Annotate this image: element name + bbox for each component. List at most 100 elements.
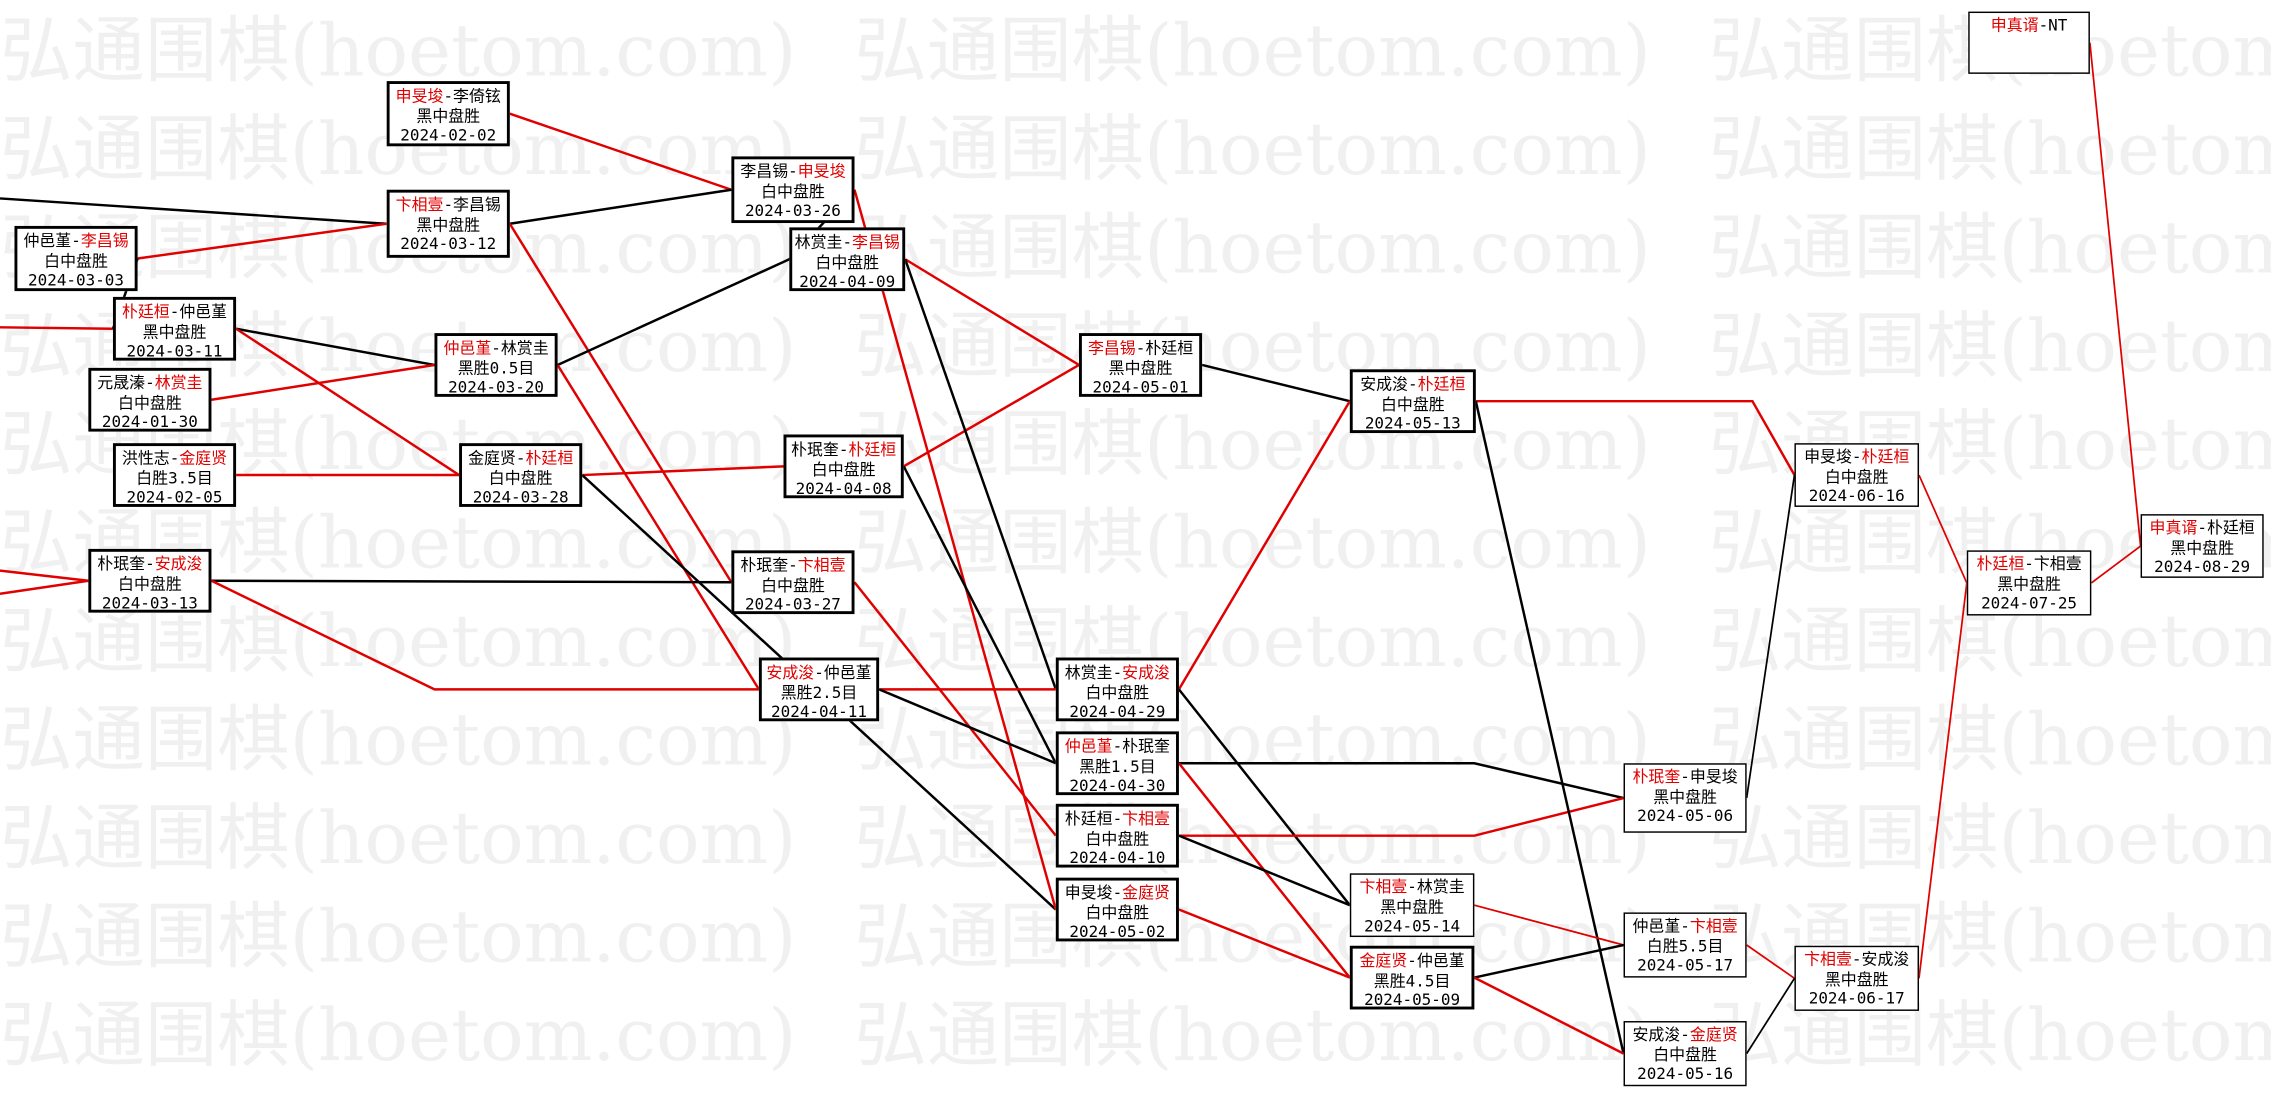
game-date: 2024-07-25 bbox=[1981, 593, 2078, 613]
game-players: 卞相壹-林赏圭 bbox=[1351, 878, 1473, 898]
white-player: 林赏圭 bbox=[1416, 877, 1465, 897]
winner-link-line bbox=[582, 465, 784, 477]
game-date: 2024-02-05 bbox=[126, 488, 223, 507]
separator: - bbox=[2038, 15, 2049, 35]
winner-link-line bbox=[508, 223, 733, 583]
loser-link-line bbox=[878, 688, 1057, 765]
white-player: NT bbox=[2048, 15, 2068, 35]
winner-link-line bbox=[1178, 908, 1351, 979]
game-players: 申旻埈-金庭贤 bbox=[1059, 883, 1176, 903]
separator: - bbox=[2024, 554, 2034, 574]
winner-link-line bbox=[0, 569, 89, 582]
watermark-text: 弘通围棋(hoetom.com) bbox=[0, 8, 797, 93]
black-player: 朴廷桓 bbox=[121, 302, 170, 322]
game-date: 2024-05-13 bbox=[1364, 414, 1461, 434]
game-result: 黑中盘胜 bbox=[1380, 897, 1444, 917]
game-date: 2024-04-30 bbox=[1069, 776, 1166, 796]
separator: - bbox=[1680, 767, 1690, 787]
game-date: 2024-03-13 bbox=[101, 593, 198, 613]
black-player: 卞相壹 bbox=[395, 195, 444, 215]
watermark-text: 弘通围棋(hoetom.com) bbox=[0, 993, 797, 1078]
game-date: 2024-03-27 bbox=[744, 595, 841, 615]
separator: - bbox=[1851, 447, 1862, 467]
game-players: 朴珉奎-申旻埈 bbox=[1625, 768, 1745, 788]
white-player: 金庭贤 bbox=[1122, 883, 1170, 903]
winner-link-line bbox=[1918, 582, 1968, 979]
separator: - bbox=[838, 440, 849, 460]
game-players: 朴廷桓-仲邑堇 bbox=[116, 303, 233, 323]
game-result: 白中盘胜 bbox=[1085, 682, 1150, 702]
game-result: 白中盘胜 bbox=[488, 468, 553, 488]
winner-link-line bbox=[853, 189, 1057, 910]
game-result: 黑中盘胜 bbox=[1108, 358, 1173, 378]
game-players: 仲邑堇-卞相壹 bbox=[1625, 917, 1745, 937]
white-player: 李倚铉 bbox=[453, 86, 501, 106]
game-result: 黑胜0.5目 bbox=[457, 358, 535, 378]
loser-link-line bbox=[904, 258, 1057, 690]
game-result: 黑中盘胜 bbox=[142, 322, 207, 342]
game-result: 黑中盘胜 bbox=[2170, 538, 2235, 557]
game-date: 2024-01-30 bbox=[101, 412, 198, 432]
black-player: 安成浚 bbox=[1360, 375, 1409, 394]
winner-link-line bbox=[1918, 474, 1968, 584]
watermark-text: 弘通围棋(hoetom.com) bbox=[1708, 796, 2271, 881]
game-players: 李昌锡-朴廷桓 bbox=[1082, 339, 1199, 359]
game-players: 洪性志-金庭贤 bbox=[116, 449, 233, 469]
white-player: 李昌锡 bbox=[852, 233, 900, 253]
loser-link-line bbox=[509, 188, 732, 225]
game-players: 林赏圭-安成浚 bbox=[1059, 663, 1176, 683]
game-date: 2024-06-17 bbox=[1808, 989, 1905, 1009]
black-player: 仲邑堇 bbox=[1064, 737, 1113, 757]
separator: - bbox=[1680, 1025, 1690, 1045]
loser-link-line bbox=[902, 465, 1057, 764]
game-result: 黑胜4.5目 bbox=[1373, 971, 1451, 990]
game-box[interactable]: 申真谞-NT bbox=[1968, 11, 2090, 74]
white-player: 林赏圭 bbox=[154, 373, 203, 393]
separator: - bbox=[1135, 338, 1146, 358]
black-player: 卞相壹 bbox=[1359, 877, 1408, 897]
separator: - bbox=[145, 554, 155, 574]
separator: - bbox=[1112, 883, 1123, 903]
game-result: 白中盘胜 bbox=[1653, 1044, 1717, 1064]
game-players: 安成浚-朴廷桓 bbox=[1353, 375, 1473, 395]
watermark-text: 弘通围棋(hoetom.com) bbox=[1708, 304, 2271, 389]
white-player: 朴廷桓 bbox=[1861, 447, 1910, 467]
game-date: 2024-05-06 bbox=[1637, 806, 1734, 826]
game-result: 黑中盘胜 bbox=[416, 215, 481, 234]
game-result: 黑中盘胜 bbox=[416, 106, 481, 126]
white-player: 申旻埈 bbox=[797, 162, 846, 182]
separator: - bbox=[1112, 737, 1123, 757]
white-player: 朴廷桓 bbox=[1145, 338, 1194, 358]
winner-link-line bbox=[210, 579, 759, 691]
